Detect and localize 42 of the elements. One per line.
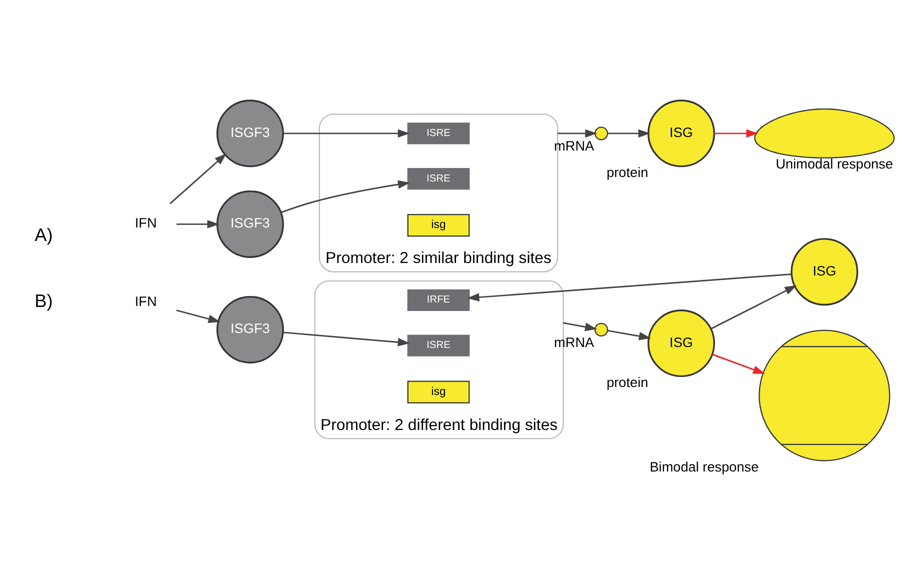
arrow — [563, 322, 598, 332]
node-circle: ISGF3 — [216, 100, 284, 168]
arrow — [712, 354, 766, 374]
arrow — [608, 129, 650, 138]
node-label: Promoter: 2 different binding sites — [320, 416, 558, 434]
node-picture — [758, 330, 890, 462]
node-label: Unimodal response — [776, 156, 893, 172]
node-label: Promoter: 2 similar binding sites — [326, 250, 552, 267]
node-circle: ISG — [790, 238, 858, 306]
node-circle: ISGF3 — [216, 190, 284, 258]
node-label: Bimodal response — [650, 460, 759, 475]
arrow — [558, 129, 598, 138]
node-circle: ISGF3 — [216, 296, 284, 364]
node-box: isg — [407, 214, 470, 237]
arrow — [176, 220, 220, 228]
node-circle — [594, 322, 608, 336]
arrow — [170, 153, 227, 204]
node-box: ISRE — [407, 122, 470, 144]
node-box: ISRE — [407, 168, 470, 190]
node-label: protein — [606, 165, 648, 180]
node-circle — [594, 126, 608, 140]
arrow — [176, 310, 220, 323]
label: B) — [34, 290, 53, 311]
node-box: ISRE — [407, 334, 470, 356]
label: A) — [34, 224, 53, 245]
arrow — [283, 332, 410, 346]
node-text: IFN — [134, 294, 157, 309]
node-label: protein — [606, 375, 648, 390]
arrow — [710, 285, 797, 330]
arrow — [467, 273, 792, 302]
node-label: mRNA — [554, 334, 594, 350]
node-circle: ISG — [648, 100, 716, 168]
arrow — [607, 330, 652, 340]
node-picture — [754, 108, 895, 158]
arrow — [280, 180, 410, 214]
arrow — [714, 129, 758, 138]
node-circle: ISG — [648, 310, 716, 378]
node-label: mRNA — [554, 138, 594, 154]
arrow — [283, 129, 410, 138]
node-box: IRFE — [407, 289, 470, 311]
node-text: IFN — [134, 216, 157, 231]
node-box: isg — [407, 380, 470, 404]
